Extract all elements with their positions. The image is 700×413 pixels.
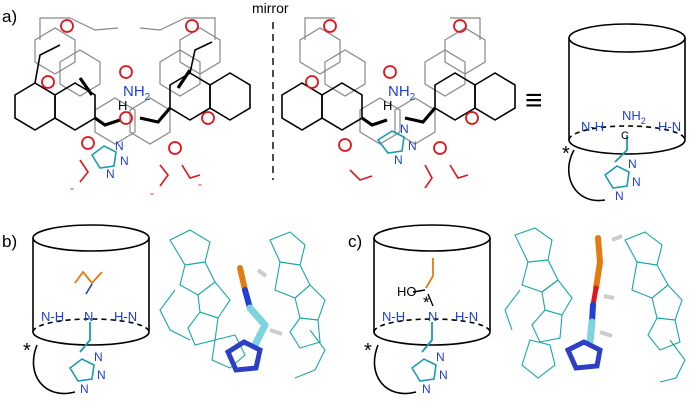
cartoon-b-nh: N-H	[41, 309, 64, 324]
cartoon-c-triazole-n2: N	[439, 368, 448, 382]
cartoon-b-star: *	[23, 340, 31, 362]
molecule-right-carboxylates	[349, 164, 469, 189]
mirror-label: mirror	[252, 0, 289, 16]
molecule-right-bold-bridge	[361, 106, 437, 127]
molecule-right-oxygens	[305, 19, 479, 155]
cartoon-b-hn: H-N	[114, 309, 137, 324]
molecule-right	[299, 17, 486, 145]
right-triazole	[376, 130, 405, 154]
left-triazole	[90, 145, 117, 169]
right-triazole-n2: N	[408, 139, 417, 153]
molecule-left	[34, 17, 221, 145]
cartoon-c-n: N	[428, 309, 437, 324]
panel-label-c: c)	[348, 232, 362, 251]
cartoon-c-hn: H-N	[455, 309, 478, 324]
cartoon-b-n: N	[84, 309, 93, 324]
charge-3: -	[198, 177, 202, 191]
right-triazole-n3: N	[394, 153, 403, 167]
right-h: H	[383, 98, 392, 113]
panel-label-b: b)	[2, 232, 17, 251]
equivalence-symbol: ≡	[525, 84, 543, 117]
molecule-right-front	[281, 72, 516, 131]
charge-1: -	[70, 181, 74, 195]
cartoon-a-hn: H-N	[658, 119, 681, 134]
right-triazole-n1: N	[400, 122, 409, 136]
cartoon-c-star: *	[364, 340, 372, 362]
cartoon-a-star: *	[562, 143, 570, 165]
model-b	[159, 229, 326, 379]
cartoon-a-triazole-n1: N	[628, 157, 637, 171]
left-triazole-n3: N	[106, 167, 115, 181]
cartoon-c-star-center: *	[423, 293, 430, 312]
left-nh2: NH2	[123, 83, 151, 103]
right-nh2: NH2	[388, 83, 416, 103]
charge-2: -	[150, 186, 154, 200]
panel-label-a: a)	[2, 7, 17, 26]
model-c	[504, 227, 686, 383]
cartoon-c	[373, 224, 491, 395]
cartoon-b-triazole-n3: N	[80, 382, 89, 396]
molecule-left-carboxylates	[79, 159, 201, 187]
cartoon-a-nh2: NH2	[622, 108, 646, 126]
left-h: H	[118, 98, 127, 113]
cartoon-c-triazole-n1: N	[436, 350, 445, 364]
cartoon-b	[32, 224, 150, 395]
cartoon-b-triazole-n2: N	[97, 368, 106, 382]
molecule-left-oxygens	[41, 19, 215, 155]
cartoon-a-c: C	[621, 130, 629, 142]
model-c-substrate	[564, 234, 623, 371]
cartoon-a-triazole-n3: N	[615, 189, 624, 203]
cartoon-a-triazole-n2: N	[632, 175, 641, 189]
left-triazole-n2: N	[120, 154, 129, 168]
left-triazole-n1: N	[115, 139, 124, 153]
cartoon-c-ho: HO	[397, 284, 417, 299]
molecule-left-bold-bridge	[78, 69, 192, 127]
cartoon-a-nh: N-H	[581, 119, 604, 134]
cartoon-c-nh: N-H	[382, 309, 405, 324]
cartoon-c-triazole-n3: N	[422, 382, 431, 396]
cartoon-b-triazole-n1: N	[94, 350, 103, 364]
cartoon-a	[568, 23, 686, 202]
model-b-substrate	[224, 265, 283, 373]
